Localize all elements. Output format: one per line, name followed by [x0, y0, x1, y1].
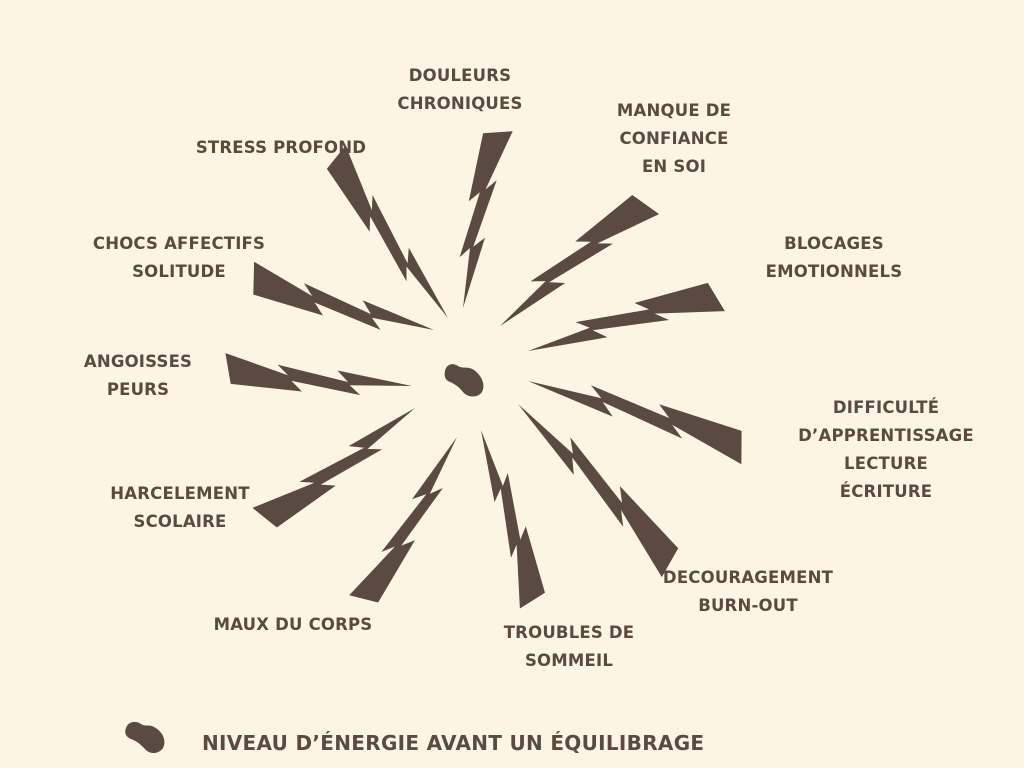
label-line: CHRONIQUES	[397, 94, 523, 113]
label-stress-profond: STRESS PROFOND	[196, 134, 366, 162]
label-harcelement-scolaire: HARCELEMENT SCOLAIRE	[110, 480, 249, 536]
label-douleurs-chroniques: DOULEURS CHRONIQUES	[397, 62, 522, 118]
label-line: EN SOI	[641, 157, 707, 176]
label-line: HARCELEMENT	[110, 484, 250, 503]
label-line: ÉCRITURE	[839, 482, 933, 501]
label-line: SCOLAIRE	[133, 512, 227, 531]
legend-text: NIVEAU D’ÉNERGIE AVANT UN ÉQUILIBRAGE	[202, 731, 705, 755]
label-line: SOLITUDE	[132, 262, 226, 281]
label-line: STRESS PROFOND	[195, 138, 367, 157]
lightning-bolt-icon	[528, 282, 725, 351]
lightning-bolt-icon	[459, 131, 513, 308]
label-line: EMOTIONNELS	[765, 262, 903, 281]
label-line: CONFIANCE	[619, 129, 729, 148]
label-line: CHOCS AFFECTIFS	[92, 234, 266, 253]
lightning-bolt-icon	[326, 145, 448, 318]
label-line: BURN-OUT	[698, 596, 798, 615]
label-line: SOMMEIL	[524, 651, 614, 670]
label-manque-de-confiance: MANQUE DE CONFIANCE EN SOI	[617, 97, 731, 181]
label-blocages-emotionnels: BLOCAGES EMOTIONNELS	[766, 230, 903, 286]
label-troubles-de-sommeil: TROUBLES DE SOMMEIL	[504, 619, 635, 675]
lightning-bolt-icon	[518, 404, 679, 578]
lightning-bolt-icon	[253, 261, 434, 330]
legend-energy-blob-icon	[125, 721, 165, 754]
label-line: DIFFICULTÉ	[832, 398, 940, 417]
lightning-bolt-icon	[252, 408, 415, 528]
label-chocs-affectifs-solitude: CHOCS AFFECTIFS SOLITUDE	[93, 230, 265, 286]
label-line: D’APPRENTISSAGE	[798, 426, 974, 445]
lightning-bolts	[225, 131, 742, 609]
lightning-bolt-icon	[481, 430, 545, 609]
lightning-bolt-icon	[500, 195, 660, 326]
label-line: DECOURAGEMENT	[662, 568, 834, 587]
label-line: LECTURE	[844, 454, 928, 473]
label-maux-du-corps: MAUX DU CORPS	[214, 611, 373, 639]
label-line: DOULEURS	[408, 66, 512, 85]
label-line: MANQUE DE	[616, 101, 732, 120]
label-line: BLOCAGES	[784, 234, 884, 253]
energy-blob-icon	[444, 364, 484, 397]
label-decouragement-burn-out: DECOURAGEMENT BURN-OUT	[663, 564, 833, 620]
lightning-bolt-icon	[225, 353, 412, 396]
label-line: MAUX DU CORPS	[213, 615, 373, 634]
label-difficulte-apprentissage: DIFFICULTÉ D’APPRENTISSAGE LECTURE ÉCRITURE	[798, 394, 974, 506]
lightning-bolt-icon	[528, 381, 742, 465]
label-angoisses-peurs: ANGOISSES PEURS	[84, 348, 192, 404]
label-line: PEURS	[106, 380, 170, 399]
label-line: ANGOISSES	[83, 352, 193, 371]
lightning-bolt-icon	[349, 437, 457, 603]
label-line: TROUBLES DE	[503, 623, 635, 642]
